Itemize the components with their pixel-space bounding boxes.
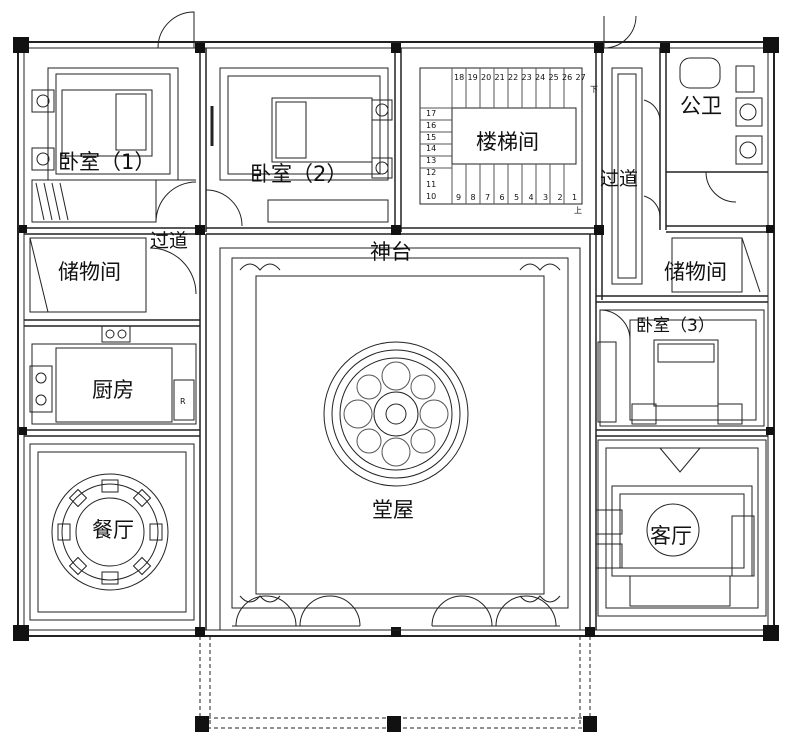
stair-step-25: 25	[548, 73, 559, 82]
bedroom3-furniture	[597, 309, 765, 427]
bedroom2-label: 卧室（2）	[250, 162, 348, 186]
stairwell	[419, 67, 583, 205]
storage-right-label: 储物间	[664, 260, 727, 284]
kitchen-fixtures	[29, 325, 197, 425]
hall-label: 堂屋	[372, 498, 414, 522]
stair-step-6: 6	[499, 193, 505, 202]
bedroom2-furniture	[205, 67, 393, 227]
stair-step-18: 18	[454, 73, 465, 82]
storage-right	[671, 237, 761, 293]
stair-step-26: 26	[562, 73, 573, 82]
stair-down-mark: 下	[590, 85, 598, 94]
pillars	[13, 37, 779, 732]
bedroom1-furniture	[31, 67, 197, 223]
corridor-left-label: 过道	[150, 230, 189, 252]
living-label: 客厅	[650, 524, 692, 548]
dining-decor	[29, 443, 195, 621]
stair-step-16: 16	[426, 120, 437, 130]
dining-label: 餐厅	[92, 518, 134, 542]
altar-label: 神台	[370, 240, 412, 264]
front-doors	[232, 595, 560, 627]
fridge-mark: R	[180, 397, 186, 406]
stair-step-22: 22	[508, 73, 519, 82]
living-decor	[595, 439, 767, 617]
stair-step-10: 10	[426, 191, 437, 201]
porch-outline	[199, 636, 591, 729]
stair-step-3: 3	[543, 193, 549, 202]
stair-step-27: 27	[575, 73, 586, 82]
storage-left-label: 储物间	[58, 260, 121, 284]
stair-up-mark: 上	[574, 206, 582, 215]
bathroom-fixtures	[679, 57, 763, 203]
bedroom3-label: 卧室（3）	[636, 316, 715, 336]
corridor-right-label: 过道	[600, 168, 639, 190]
hall-decor	[219, 247, 581, 631]
kitchen-label: 厨房	[92, 378, 134, 402]
stair-step-20: 20	[481, 73, 492, 82]
stair-step-5: 5	[514, 193, 520, 202]
stair-step-12: 12	[426, 168, 437, 177]
stair-step-17: 17	[426, 109, 437, 118]
stair-step-2: 2	[557, 193, 563, 202]
stair-step-23: 23	[521, 73, 532, 82]
stair-step-7: 7	[485, 193, 491, 202]
stair-step-19: 19	[467, 73, 478, 82]
stair-step-21: 21	[494, 73, 505, 82]
top-doors	[157, 11, 637, 49]
storage-left	[29, 237, 197, 313]
stair-step-1: 1	[572, 193, 578, 202]
stair-step-8: 8	[470, 193, 476, 202]
stair-step-15: 15	[426, 132, 437, 142]
stairwell-label: 楼梯间	[476, 130, 539, 154]
stair-step-4: 4	[528, 193, 534, 202]
stair-step-13: 13	[426, 156, 437, 166]
stair-step-11: 11	[426, 179, 437, 189]
interior-walls	[24, 48, 768, 630]
bedroom1-label: 卧室（1）	[58, 150, 156, 174]
stair-step-14: 14	[426, 144, 437, 154]
stair-step-9: 9	[456, 193, 462, 202]
corridor-right	[611, 67, 661, 285]
stair-step-24: 24	[535, 73, 546, 82]
bathroom-label: 公卫	[680, 94, 722, 118]
